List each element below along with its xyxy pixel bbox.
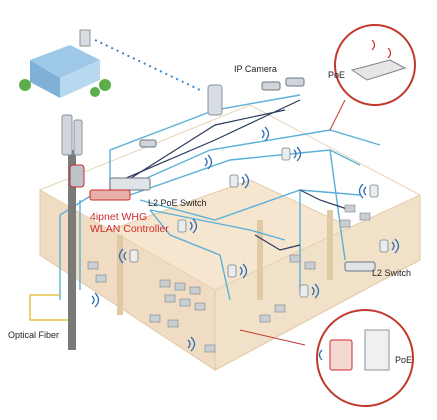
optical-fiber-cable: [29, 294, 72, 321]
laptop-icon: [174, 282, 186, 291]
sector-antenna-icon: [61, 114, 73, 156]
laptop-icon: [167, 319, 179, 328]
ap-icon: [229, 174, 239, 188]
laptop-icon: [159, 279, 171, 288]
wifi-signal-icon: [293, 146, 302, 162]
wifi-signal-icon: [118, 248, 127, 264]
ap-icon: [281, 147, 291, 161]
network-cables-dark: [109, 99, 351, 251]
l2-switch-icon: [344, 261, 376, 272]
cable: [329, 149, 346, 261]
access-points: [129, 147, 389, 298]
roof-ap-icon: [207, 84, 223, 116]
laptop-icon: [289, 254, 301, 263]
ip-camera-icon: [139, 77, 305, 148]
wifi-signal-icon: [311, 283, 320, 299]
laptop-icon: [304, 261, 316, 270]
laptop-icon: [164, 294, 176, 303]
wifi-signal-icon: [261, 126, 270, 142]
cable: [149, 209, 286, 241]
poe-label-top: PoE: [328, 70, 346, 80]
ap-icon: [369, 184, 379, 198]
ap-icon: [177, 219, 187, 233]
cable: [254, 234, 301, 251]
wifi-signal-icon: [189, 218, 198, 234]
l2-poe-switch-icon: [109, 177, 151, 191]
office-building-icon: [19, 29, 111, 98]
laptop-icon: [204, 344, 216, 353]
cable: [119, 129, 381, 191]
cable: [119, 109, 286, 186]
wlan-controller-icon: [89, 189, 131, 201]
wlan-controller-label: 4ipnet WHG WLAN Controller: [90, 211, 169, 235]
laptop-icon: [274, 304, 286, 313]
wireless-link: [94, 39, 201, 91]
laptop-icon: [344, 204, 356, 213]
cable: [129, 149, 361, 196]
wifi-signal-icon: [204, 154, 213, 170]
outdoor-ap-icon: [69, 164, 85, 188]
ap-icon: [299, 284, 309, 298]
laptops: [87, 204, 371, 353]
laptop-icon: [149, 314, 161, 323]
laptop-icon: [339, 219, 351, 228]
laptop-icon: [87, 261, 99, 270]
wifi-signal-icon: [358, 183, 367, 199]
ap-icon: [129, 249, 139, 263]
wall-plate-icon: [329, 339, 353, 371]
wifi-signal-icon: [187, 336, 196, 352]
laptop-icon: [179, 298, 191, 307]
ap-icon: [227, 264, 237, 278]
poe-label-bottom: PoE: [395, 355, 413, 365]
poe-callout-top: [329, 24, 416, 131]
cable: [149, 209, 231, 301]
wifi-signals: [91, 126, 400, 352]
network-cables: [59, 94, 381, 301]
ap-icon: [379, 239, 389, 253]
cable: [139, 189, 361, 221]
poe-injector-icon: [350, 59, 407, 81]
building-roof-outline: [38, 104, 422, 291]
laptop-icon: [194, 302, 206, 311]
optical-fiber-label: Optical Fiber: [8, 330, 60, 340]
wlan-controller-label-line1: 4ipnet WHG: [90, 211, 148, 223]
poe-callout-bottom: [239, 309, 414, 407]
cable: [109, 94, 301, 190]
cable: [59, 189, 101, 300]
wifi-signal-icon: [91, 292, 100, 308]
wifi-signal-icon: [241, 173, 250, 189]
l2-switch-label: L2 Switch: [372, 268, 412, 278]
wall-socket-icon: [364, 329, 390, 371]
pole: [68, 150, 76, 350]
laptop-icon: [259, 314, 271, 323]
wifi-signal-icon: [318, 349, 323, 361]
wifi-signal-icon: [391, 238, 400, 254]
sector-antenna-icon: [73, 119, 83, 156]
cable: [299, 189, 351, 211]
laptop-icon: [359, 212, 371, 221]
antenna-pole: [61, 114, 85, 350]
wlan-controller-label-line2: WLAN Controller: [90, 223, 169, 235]
wifi-signal-icon: [371, 39, 392, 59]
l2-poe-switch-label: L2 PoE Switch: [148, 198, 207, 208]
wifi-signal-icon: [239, 263, 248, 279]
laptop-icon: [95, 274, 107, 283]
ip-camera-label: IP Camera: [234, 64, 277, 74]
laptop-icon: [189, 286, 201, 295]
